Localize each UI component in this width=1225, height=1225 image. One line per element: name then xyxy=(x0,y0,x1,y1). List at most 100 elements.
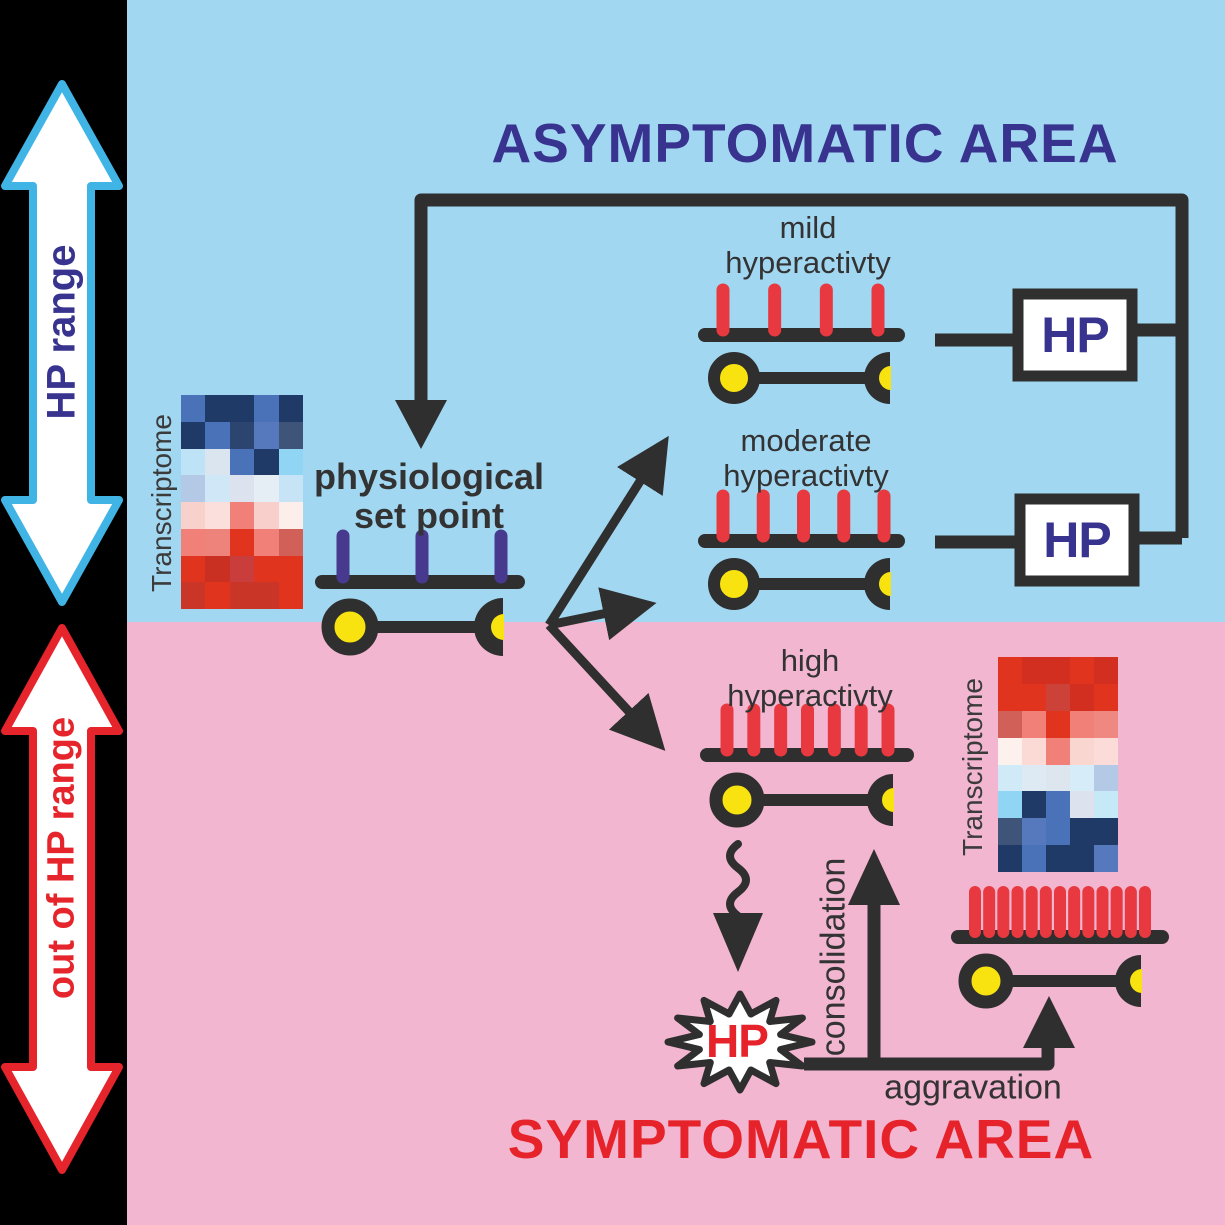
heatmap-cell xyxy=(1046,657,1070,684)
heatmap-cell xyxy=(205,555,230,583)
heatmap-cell xyxy=(254,528,279,556)
consolidation-arrow-icon xyxy=(848,849,900,1064)
heatmap-cell xyxy=(998,791,1022,819)
heatmap-cell xyxy=(181,582,206,609)
heatmap-cell xyxy=(254,421,279,449)
heatmap-cell xyxy=(278,502,303,529)
moderate-label-line1: moderate xyxy=(740,423,872,458)
arrow-to-high xyxy=(545,621,666,751)
set-point-label: physiological set point xyxy=(314,457,544,535)
arrow-to-moderate xyxy=(548,587,657,641)
heatmap-cell xyxy=(1070,683,1094,711)
out-of-hp-range-label: out of HP range xyxy=(40,716,83,1000)
hp-box-bottom-label: HP xyxy=(1043,512,1111,568)
heatmap-cell xyxy=(1094,737,1118,765)
consolidation-label: consolidation xyxy=(814,857,853,1057)
feedback-line xyxy=(414,193,1189,538)
out-of-hp-range-arrow-icon xyxy=(1,624,123,1174)
high-neuron-icon xyxy=(700,703,914,828)
heatmap-cell xyxy=(229,421,255,449)
heatmap-cell xyxy=(1094,657,1118,684)
moderate-label: moderate hyperactivty xyxy=(723,423,888,493)
high-label-line2: hyperactivty xyxy=(727,678,893,713)
heatmap-cell xyxy=(1022,683,1046,711)
heatmap-cell xyxy=(181,448,206,476)
heatmap-cell xyxy=(1022,845,1046,872)
moderate-neuron-icon xyxy=(698,489,905,610)
feedback-arrowhead-icon xyxy=(395,400,447,449)
heatmap-cell xyxy=(205,475,230,502)
heatmap-cell xyxy=(1046,791,1070,819)
heatmap-cell xyxy=(229,502,255,529)
mild-label-line2: hyperactivty xyxy=(725,245,891,280)
hp-burst-label: HP xyxy=(706,1015,769,1067)
heatmap-cell xyxy=(205,528,230,556)
transcriptome-right-label: Transcriptome xyxy=(957,678,988,856)
heatmap-cell xyxy=(205,502,230,529)
heatmap-cell xyxy=(229,528,255,556)
hp-burst-icon xyxy=(664,990,816,1094)
heatmap-cell xyxy=(1094,818,1118,846)
heatmap-cell xyxy=(998,657,1022,684)
heatmap-cell xyxy=(1022,818,1046,846)
heatmap-cell xyxy=(181,528,206,556)
heatmap-cell xyxy=(1022,657,1046,684)
heatmap-cell xyxy=(181,421,206,449)
heatmap-cell xyxy=(998,710,1022,738)
heatmap-cell xyxy=(278,582,303,609)
high-label-line1: high xyxy=(780,643,840,678)
heatmap-cell xyxy=(1070,818,1094,846)
heatmap-cell xyxy=(229,582,255,609)
heatmap-cell xyxy=(1094,845,1118,872)
heatmap-cell xyxy=(278,528,303,556)
heatmap-cell xyxy=(1070,737,1094,765)
aggravation-arrow-icon xyxy=(804,996,1075,1071)
arrow-to-mild xyxy=(545,435,669,628)
heatmap-cell xyxy=(278,475,303,502)
heatmap-cell xyxy=(1094,791,1118,819)
heatmap-cell xyxy=(181,502,206,529)
mild-label-line1: mild xyxy=(779,210,837,245)
heatmap-cell xyxy=(254,395,279,422)
moderate-spines xyxy=(716,489,891,543)
hp-range-label: HP range xyxy=(39,244,84,420)
heatmap-cell xyxy=(1070,764,1094,792)
heatmap-cell xyxy=(181,475,206,502)
heatmap-cell xyxy=(998,764,1022,792)
heatmap-cell xyxy=(254,555,279,583)
mild-neuron-icon xyxy=(698,283,905,404)
transcriptome-heatmap-left xyxy=(181,395,303,609)
heatmap-cell xyxy=(1022,737,1046,765)
mild-spines xyxy=(716,283,885,337)
consolidated-neuron-icon xyxy=(951,886,1169,1009)
heatmap-cell xyxy=(1070,791,1094,819)
consolidated-spines xyxy=(969,886,1151,938)
moderate-label-line2: hyperactivty xyxy=(723,458,889,493)
heatmap-cell xyxy=(278,421,303,449)
set-point-label-line2: set point xyxy=(353,495,504,536)
heatmap-cell xyxy=(998,737,1022,765)
decompensation-squiggle-arrow-icon xyxy=(713,840,763,972)
heatmap-cell xyxy=(229,395,255,422)
heatmap-cell xyxy=(1070,710,1094,738)
heatmap-cell xyxy=(1046,683,1070,711)
heatmap-cell xyxy=(1022,710,1046,738)
set-point-label-line1: physiological xyxy=(313,456,545,497)
heatmap-cell xyxy=(998,683,1022,711)
heatmap-cell xyxy=(181,395,206,422)
asymptomatic-area-title: ASYMPTOMATIC AREA xyxy=(491,112,1119,174)
mild-label: mild hyperactivty xyxy=(725,210,890,280)
divergence-arrows xyxy=(545,435,669,751)
heatmap-cell xyxy=(229,555,255,583)
heatmap-cell xyxy=(205,582,230,609)
heatmap-cell xyxy=(1070,657,1094,684)
hp-range-arrow-icon xyxy=(1,80,123,606)
transcriptome-left-label: Transcriptome xyxy=(146,414,177,592)
heatmap-cell xyxy=(254,582,279,609)
heatmap-cell xyxy=(205,421,230,449)
heatmap-cell xyxy=(278,448,303,476)
heatmap-cell xyxy=(1046,764,1070,792)
transcriptome-heatmap-right xyxy=(998,657,1118,872)
